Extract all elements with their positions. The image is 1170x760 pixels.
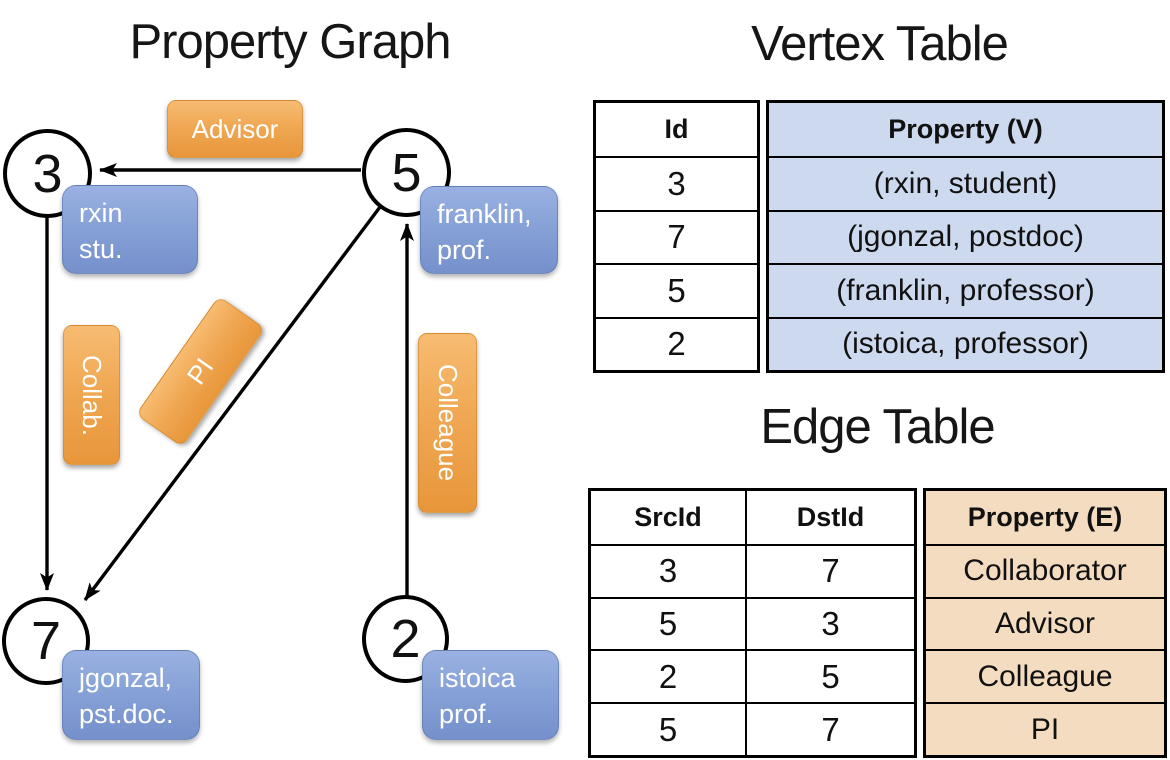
edge-table-property-cell: PI (926, 702, 1164, 755)
vertex-table-property-cell: (istoica, professor) (769, 316, 1162, 370)
vertex-table-id-column: Id 3 7 5 2 (593, 100, 760, 373)
vertex-property-line: jgonzal, (79, 663, 173, 693)
graph-edges (40, 163, 414, 602)
edge-table-property-header: Property (E) (967, 501, 1123, 532)
edge-label-colleague: Colleague (418, 333, 477, 513)
vertex-table-id-cell: 7 (596, 209, 757, 263)
vertex-id-label: 3 (32, 143, 63, 204)
edge-table-title: Edge Table (760, 400, 995, 454)
vertex-table-property-cell: (jgonzal, postdoc) (769, 209, 1162, 263)
vertex-table-id-cell: 3 (596, 156, 757, 209)
edge-table-property-cell: Advisor (926, 596, 1164, 650)
vertex-property-jgonzal: jgonzal, pst.doc. (62, 650, 200, 740)
vertex-id-label: 7 (30, 611, 62, 671)
edge-table-id-columns: SrcId DstId 3 7 5 3 2 5 5 7 (588, 488, 917, 758)
vertex-id-label: 2 (390, 609, 421, 669)
edge-table-dstid-header: DstId (745, 491, 914, 544)
vertex-table-id-cell: 2 (596, 316, 757, 370)
vertex-table-property-column: Property (V) (rxin, student) (jgonzal, p… (766, 100, 1165, 373)
vertex-table-title: Vertex Table (751, 17, 1009, 71)
vertex-table-property-cell: (franklin, professor) (769, 263, 1162, 316)
vertex-table-property-header: Property (V) (888, 114, 1043, 145)
edge-table-srcid-cell: 5 (591, 702, 745, 755)
vertex-node-5: 5 (362, 128, 451, 217)
vertex-property-line: istoica (439, 663, 516, 693)
edge-table-srcid-cell: 5 (591, 596, 745, 650)
property-graph-title: Property Graph (129, 15, 452, 69)
edge-table-dstid-cell: 7 (745, 543, 914, 597)
edge-table-property-cell: Colleague (926, 649, 1164, 702)
edge-label-collab: Collab. (63, 325, 120, 465)
edge-table-srcid-cell: 3 (591, 543, 745, 597)
edge-label-advisor: Advisor (167, 100, 303, 158)
edge-table-dstid-cell: 7 (745, 702, 914, 755)
vertex-table-id-header: Id (664, 114, 689, 145)
edge-pi-5-to-7 (83, 205, 382, 602)
edge-table-dstid-cell: 3 (745, 596, 914, 650)
vertex-table-property-cell: (rxin, student) (769, 156, 1162, 209)
edge-table-property-column: Property (E) Collaborator Advisor Collea… (923, 488, 1167, 758)
vertex-table-id-cell: 5 (596, 263, 757, 316)
vertex-property-rxin: rxin stu. (62, 185, 198, 274)
vertex-property-franklin: franklin, prof. (420, 186, 558, 274)
vertex-property-line: rxin (79, 198, 123, 228)
vertex-property-line: prof. (437, 235, 492, 266)
edge-table-dstid-cell: 5 (745, 649, 914, 703)
edge-table-property-cell: Collaborator (926, 543, 1164, 597)
vertex-property-line: pst.doc. (79, 699, 174, 730)
vertex-node-2: 2 (362, 595, 449, 683)
edge-table-srcid-header: SrcId (634, 501, 702, 532)
vertex-property-istoica: istoica prof. (422, 650, 559, 740)
vertex-property-line: stu. (79, 234, 123, 265)
vertex-property-line: franklin, (437, 199, 532, 229)
vertex-id-label: 5 (391, 142, 422, 203)
edge-table-srcid-cell: 2 (591, 649, 745, 702)
vertex-property-line: prof. (439, 699, 494, 730)
